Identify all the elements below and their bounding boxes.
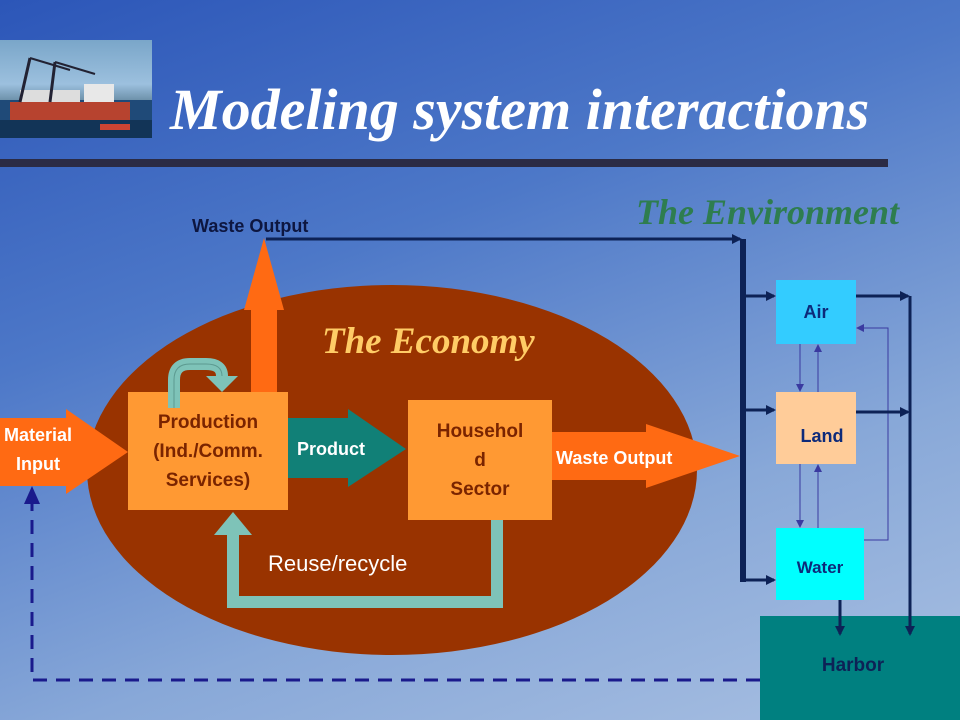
environment-heading: The Environment — [636, 192, 900, 232]
material-input-arrow — [0, 409, 128, 494]
land-box — [776, 392, 856, 464]
title-divider — [0, 159, 888, 167]
page-title: Modeling system interactions — [170, 77, 870, 142]
economy-ellipse — [87, 285, 697, 655]
household-box — [408, 400, 552, 520]
harbor-box — [760, 616, 960, 720]
land-label: Land — [800, 425, 844, 446]
household-label: Househol d Sector — [436, 420, 524, 500]
harbor-label: Harbor — [821, 655, 885, 676]
product-arrow — [288, 409, 406, 487]
water-to-air-loop — [856, 324, 889, 541]
waste-output-up-arrow — [244, 238, 284, 392]
water-label: Water — [796, 558, 844, 577]
water-box — [776, 528, 864, 600]
harbor-feedback-arrowhead — [24, 486, 40, 504]
harbor-feedback-dashed-line — [30, 500, 760, 682]
waste-output-top-label: Waste Output — [192, 215, 309, 236]
internal-recycle-arrowhead — [206, 376, 238, 392]
reuse-recycle-label: Reuse/recycle — [268, 551, 408, 576]
material-input-label: Material Input — [4, 425, 73, 474]
harbor-photo — [0, 40, 152, 138]
production-box — [128, 392, 288, 510]
reuse-recycle-arrowhead — [214, 512, 252, 535]
harbor-cranes-ship-photo-icon — [0, 57, 152, 138]
product-label: Product — [296, 438, 365, 459]
air-label: Air — [803, 301, 829, 322]
reuse-recycle-path — [227, 520, 503, 608]
production-label: Production (Ind./Comm. Services) — [153, 411, 263, 491]
air-box — [776, 280, 856, 344]
waste-output-right-label: Waste Output — [556, 447, 673, 468]
internal-recycle-arrow — [168, 358, 228, 408]
waste-output-right-arrow — [552, 424, 740, 488]
economy-heading: The Economy — [322, 320, 535, 362]
